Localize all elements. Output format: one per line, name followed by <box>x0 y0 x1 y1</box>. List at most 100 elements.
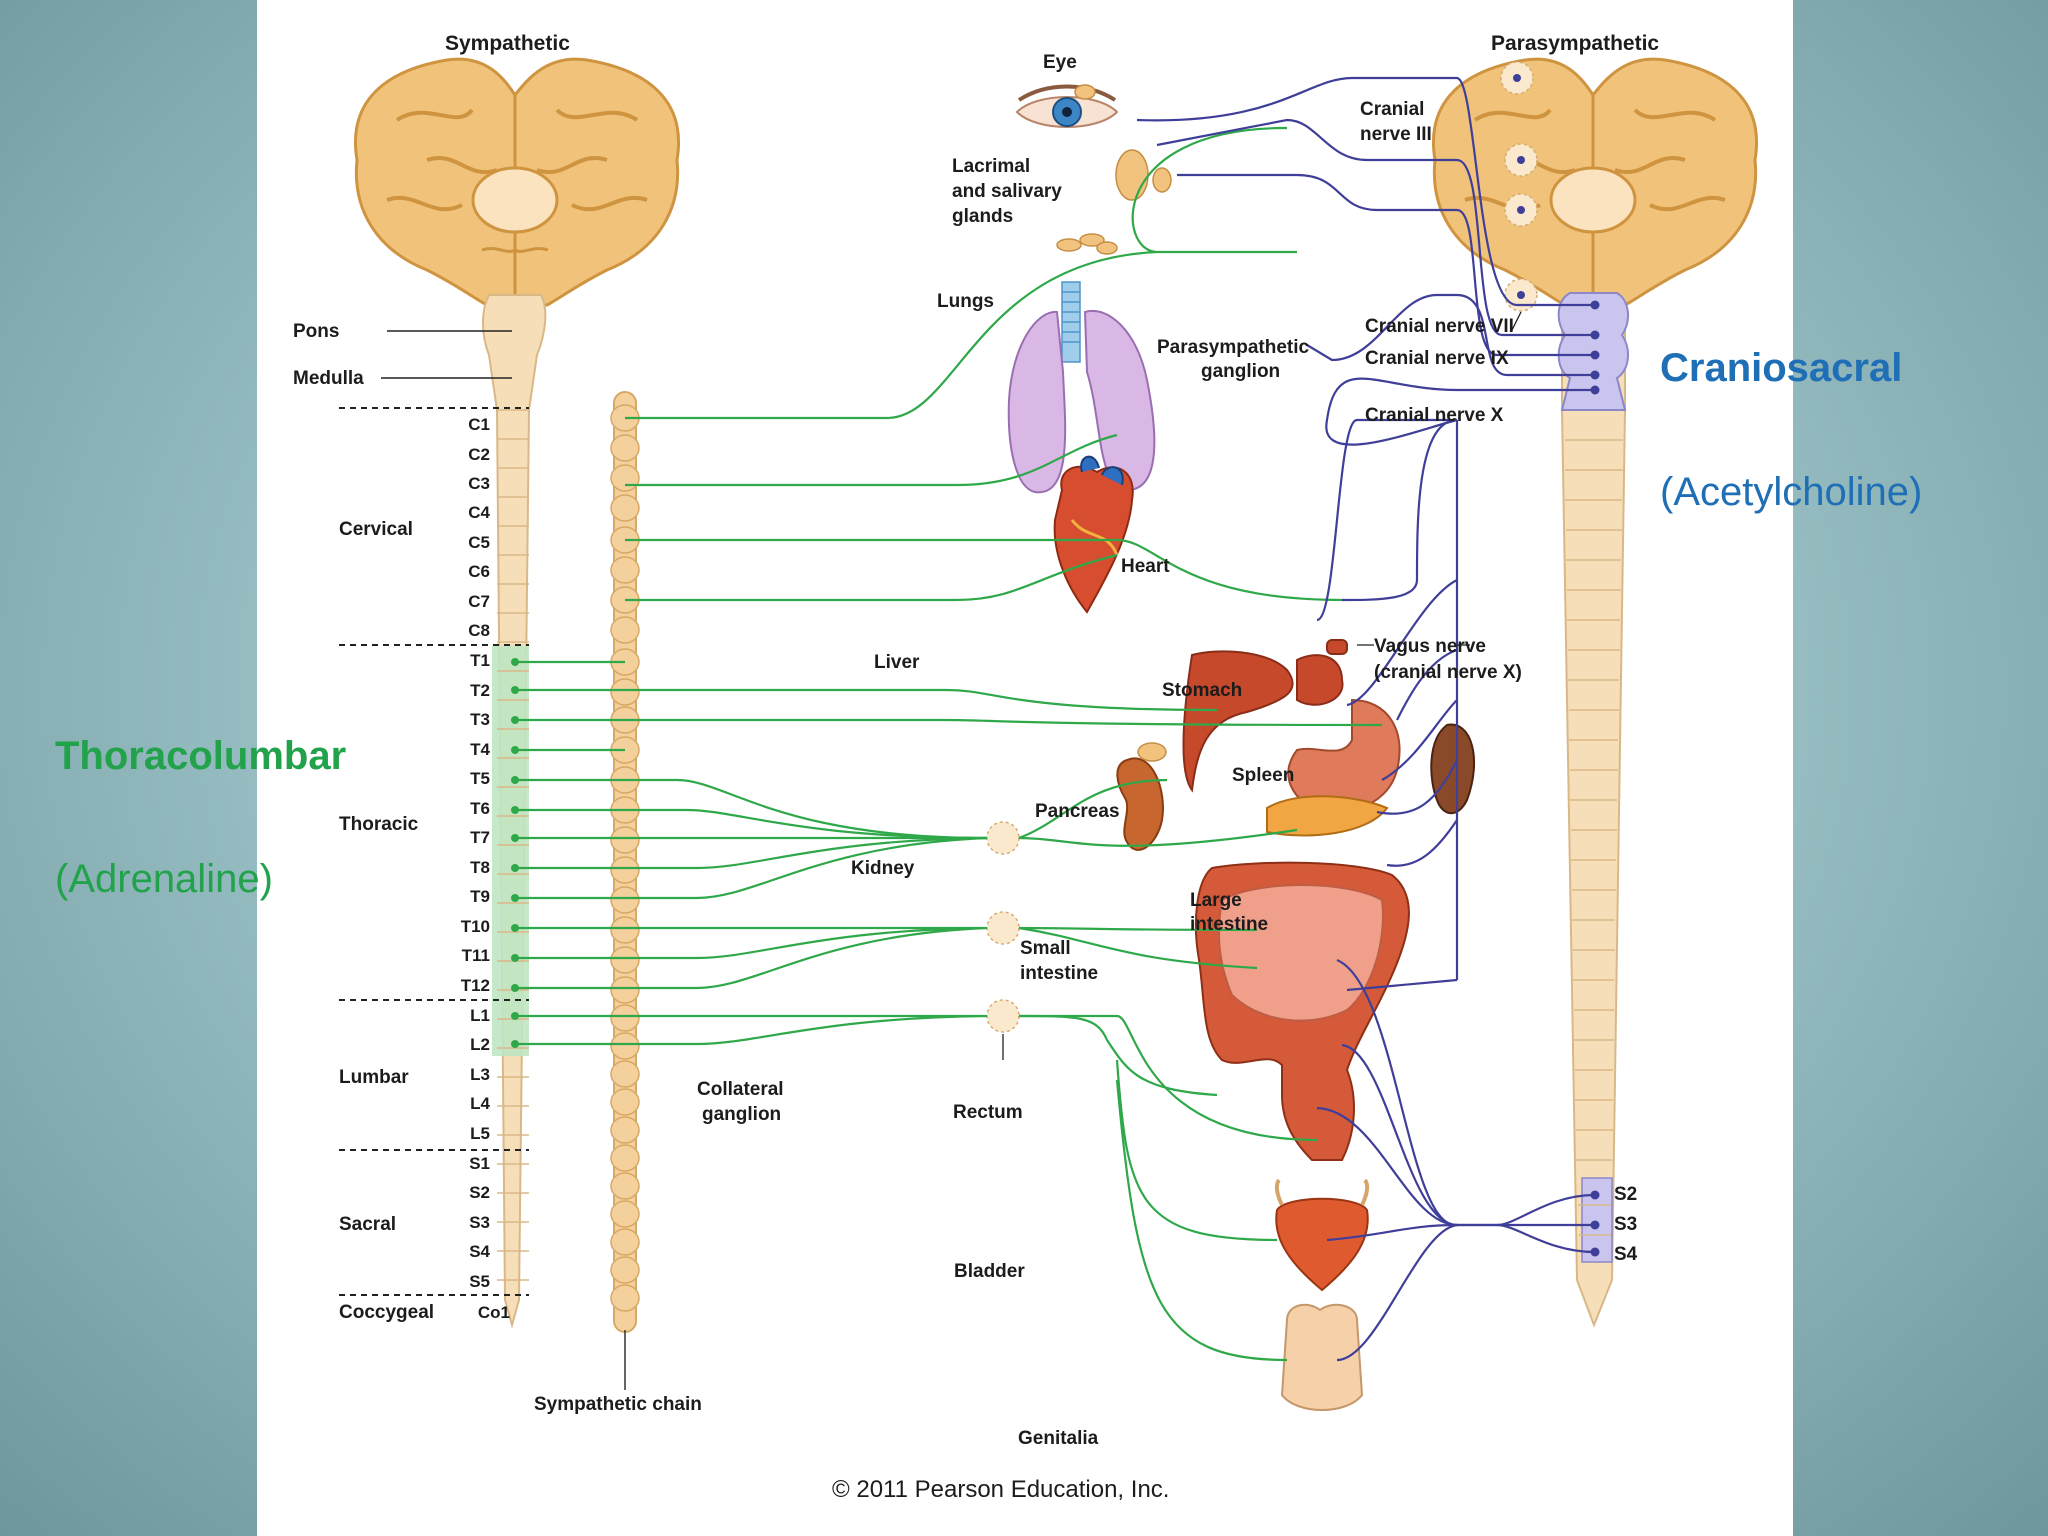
segment-label: T1 <box>470 651 490 670</box>
label-large-intestine-2: intestine <box>1190 914 1268 935</box>
label-vagus-2: (cranial nerve X) <box>1374 662 1522 683</box>
label-rectum: Rectum <box>953 1102 1023 1123</box>
label-sacral: Sacral <box>339 1214 396 1235</box>
segment-label: T6 <box>470 799 490 818</box>
segment-label: T8 <box>470 858 490 877</box>
label-cranial-nerve-ix: Cranial nerve IX <box>1365 348 1509 369</box>
segment-label: C5 <box>468 533 490 552</box>
segment-label: Co1 <box>478 1303 510 1322</box>
segment-label: L1 <box>470 1006 490 1025</box>
label-lacrimal-3: glands <box>952 206 1013 227</box>
segment-label: T5 <box>470 769 490 788</box>
segment-label: T12 <box>461 976 490 995</box>
label-pons: Pons <box>293 321 339 342</box>
lungs-organ <box>1007 281 1156 494</box>
segment-label: C3 <box>468 474 490 493</box>
label-small-intestine-2: intestine <box>1020 963 1098 984</box>
label-medulla: Medulla <box>293 368 364 389</box>
label-s2: S2 <box>1614 1184 1637 1205</box>
segment-label: T2 <box>470 681 490 700</box>
stomach-organ <box>1287 698 1401 813</box>
label-lacrimal-2: and salivary <box>952 181 1062 202</box>
segment-label: T11 <box>462 946 490 965</box>
label-parasympathetic-ganglion-1: Parasympathetic <box>1157 337 1310 358</box>
craniosacral-subtitle: (Acetylcholine) <box>1660 470 1923 514</box>
sympathetic-dots <box>511 658 519 1048</box>
large-intestine-organ <box>1194 861 1410 1161</box>
sympathetic-pathways <box>515 126 1383 1362</box>
segment-label: S2 <box>469 1183 490 1202</box>
parasympathetic-dots <box>1513 74 1600 1257</box>
sympathetic-chain <box>610 391 640 1390</box>
segment-label: S3 <box>469 1213 490 1232</box>
label-cranial-nerve-iii-1: Cranial <box>1360 99 1424 120</box>
thoracolumbar-subtitle: (Adrenaline) <box>55 857 273 901</box>
segment-label: C8 <box>468 621 490 640</box>
parasympathetic-pathways <box>1136 76 1596 1362</box>
segment-label: S1 <box>469 1154 490 1173</box>
label-cranial-nerve-vii: Cranial nerve VII <box>1365 316 1514 337</box>
right-spinal-cord <box>1557 292 1629 1328</box>
segment-label: C7 <box>468 592 490 611</box>
label-coccygeal: Coccygeal <box>339 1302 434 1323</box>
thoracolumbar-title: Thoracolumbar <box>55 734 347 778</box>
segment-label: T3 <box>470 710 490 729</box>
label-eye: Eye <box>1043 52 1077 73</box>
segment-label: T10 <box>461 917 490 936</box>
diagram-panel: Sympathetic Parasympathetic Pons Medulla… <box>257 0 1793 1536</box>
sympathetic-header: Sympathetic <box>445 32 570 55</box>
kidney-organ <box>1116 742 1167 851</box>
label-collateral-ganglion-1: Collateral <box>697 1079 784 1100</box>
label-leaders <box>1002 311 1522 1060</box>
segment-label: S5 <box>469 1272 490 1291</box>
label-small-intestine-1: Small <box>1020 938 1071 959</box>
segment-label: T4 <box>470 740 490 759</box>
eye-organ <box>1015 84 1119 128</box>
label-vagus-1: Vagus nerve <box>1374 636 1486 657</box>
region-dividers <box>339 407 529 1296</box>
collateral-ganglia <box>986 821 1020 1033</box>
heart-organ <box>1053 455 1134 614</box>
label-heart: Heart <box>1121 556 1170 577</box>
segment-label: C4 <box>468 503 490 522</box>
label-thoracic: Thoracic <box>339 814 419 835</box>
segment-label: T7 <box>470 828 490 847</box>
lacrimal-salivary-glands <box>1056 84 1172 255</box>
craniosacral-title: Craniosacral <box>1660 346 1903 390</box>
label-parasympathetic-ganglion-2: ganglion <box>1201 361 1280 382</box>
segment-label: L3 <box>470 1065 490 1084</box>
autonomic-nervous-system-diagram: Sympathetic Parasympathetic Pons Medulla… <box>293 32 1758 1503</box>
pancreas-organ <box>1266 795 1389 837</box>
label-kidney: Kidney <box>851 858 915 879</box>
parasympathetic-header: Parasympathetic <box>1491 32 1659 55</box>
label-cranial-nerve-x: Cranial nerve X <box>1365 405 1504 426</box>
segment-label: S4 <box>469 1242 490 1261</box>
segment-label: C2 <box>468 445 490 464</box>
label-liver: Liver <box>874 652 920 673</box>
label-cranial-nerve-iii-2: nerve III <box>1360 124 1432 145</box>
segment-label: C6 <box>468 562 490 581</box>
label-s4: S4 <box>1614 1244 1638 1265</box>
segment-label: L5 <box>470 1124 490 1143</box>
label-genitalia: Genitalia <box>1018 1428 1099 1449</box>
label-collateral-ganglion-2: ganglion <box>702 1104 781 1125</box>
bladder-organ <box>1274 1178 1370 1292</box>
label-lumbar: Lumbar <box>339 1067 409 1088</box>
label-sympathetic-chain: Sympathetic chain <box>534 1394 702 1415</box>
right-brain <box>1432 57 1758 307</box>
label-bladder: Bladder <box>954 1261 1025 1282</box>
segment-label: T9 <box>470 887 490 906</box>
label-s3: S3 <box>1614 1214 1637 1235</box>
label-spleen: Spleen <box>1232 765 1294 786</box>
label-lacrimal-1: Lacrimal <box>952 156 1030 177</box>
segment-label: C1 <box>468 415 490 434</box>
copyright: © 2011 Pearson Education, Inc. <box>832 1476 1169 1503</box>
label-lungs: Lungs <box>937 291 994 312</box>
label-pancreas: Pancreas <box>1035 801 1120 822</box>
segment-label: L2 <box>470 1035 490 1054</box>
label-large-intestine-1: Large <box>1190 890 1242 911</box>
segment-labels: C1 C2 C3 C4 C5 C6 C7 C8 T1 T2 T3 T4 T5 T… <box>461 415 510 1322</box>
label-stomach: Stomach <box>1162 680 1242 701</box>
left-brain <box>354 57 680 307</box>
label-cervical: Cervical <box>339 519 413 540</box>
